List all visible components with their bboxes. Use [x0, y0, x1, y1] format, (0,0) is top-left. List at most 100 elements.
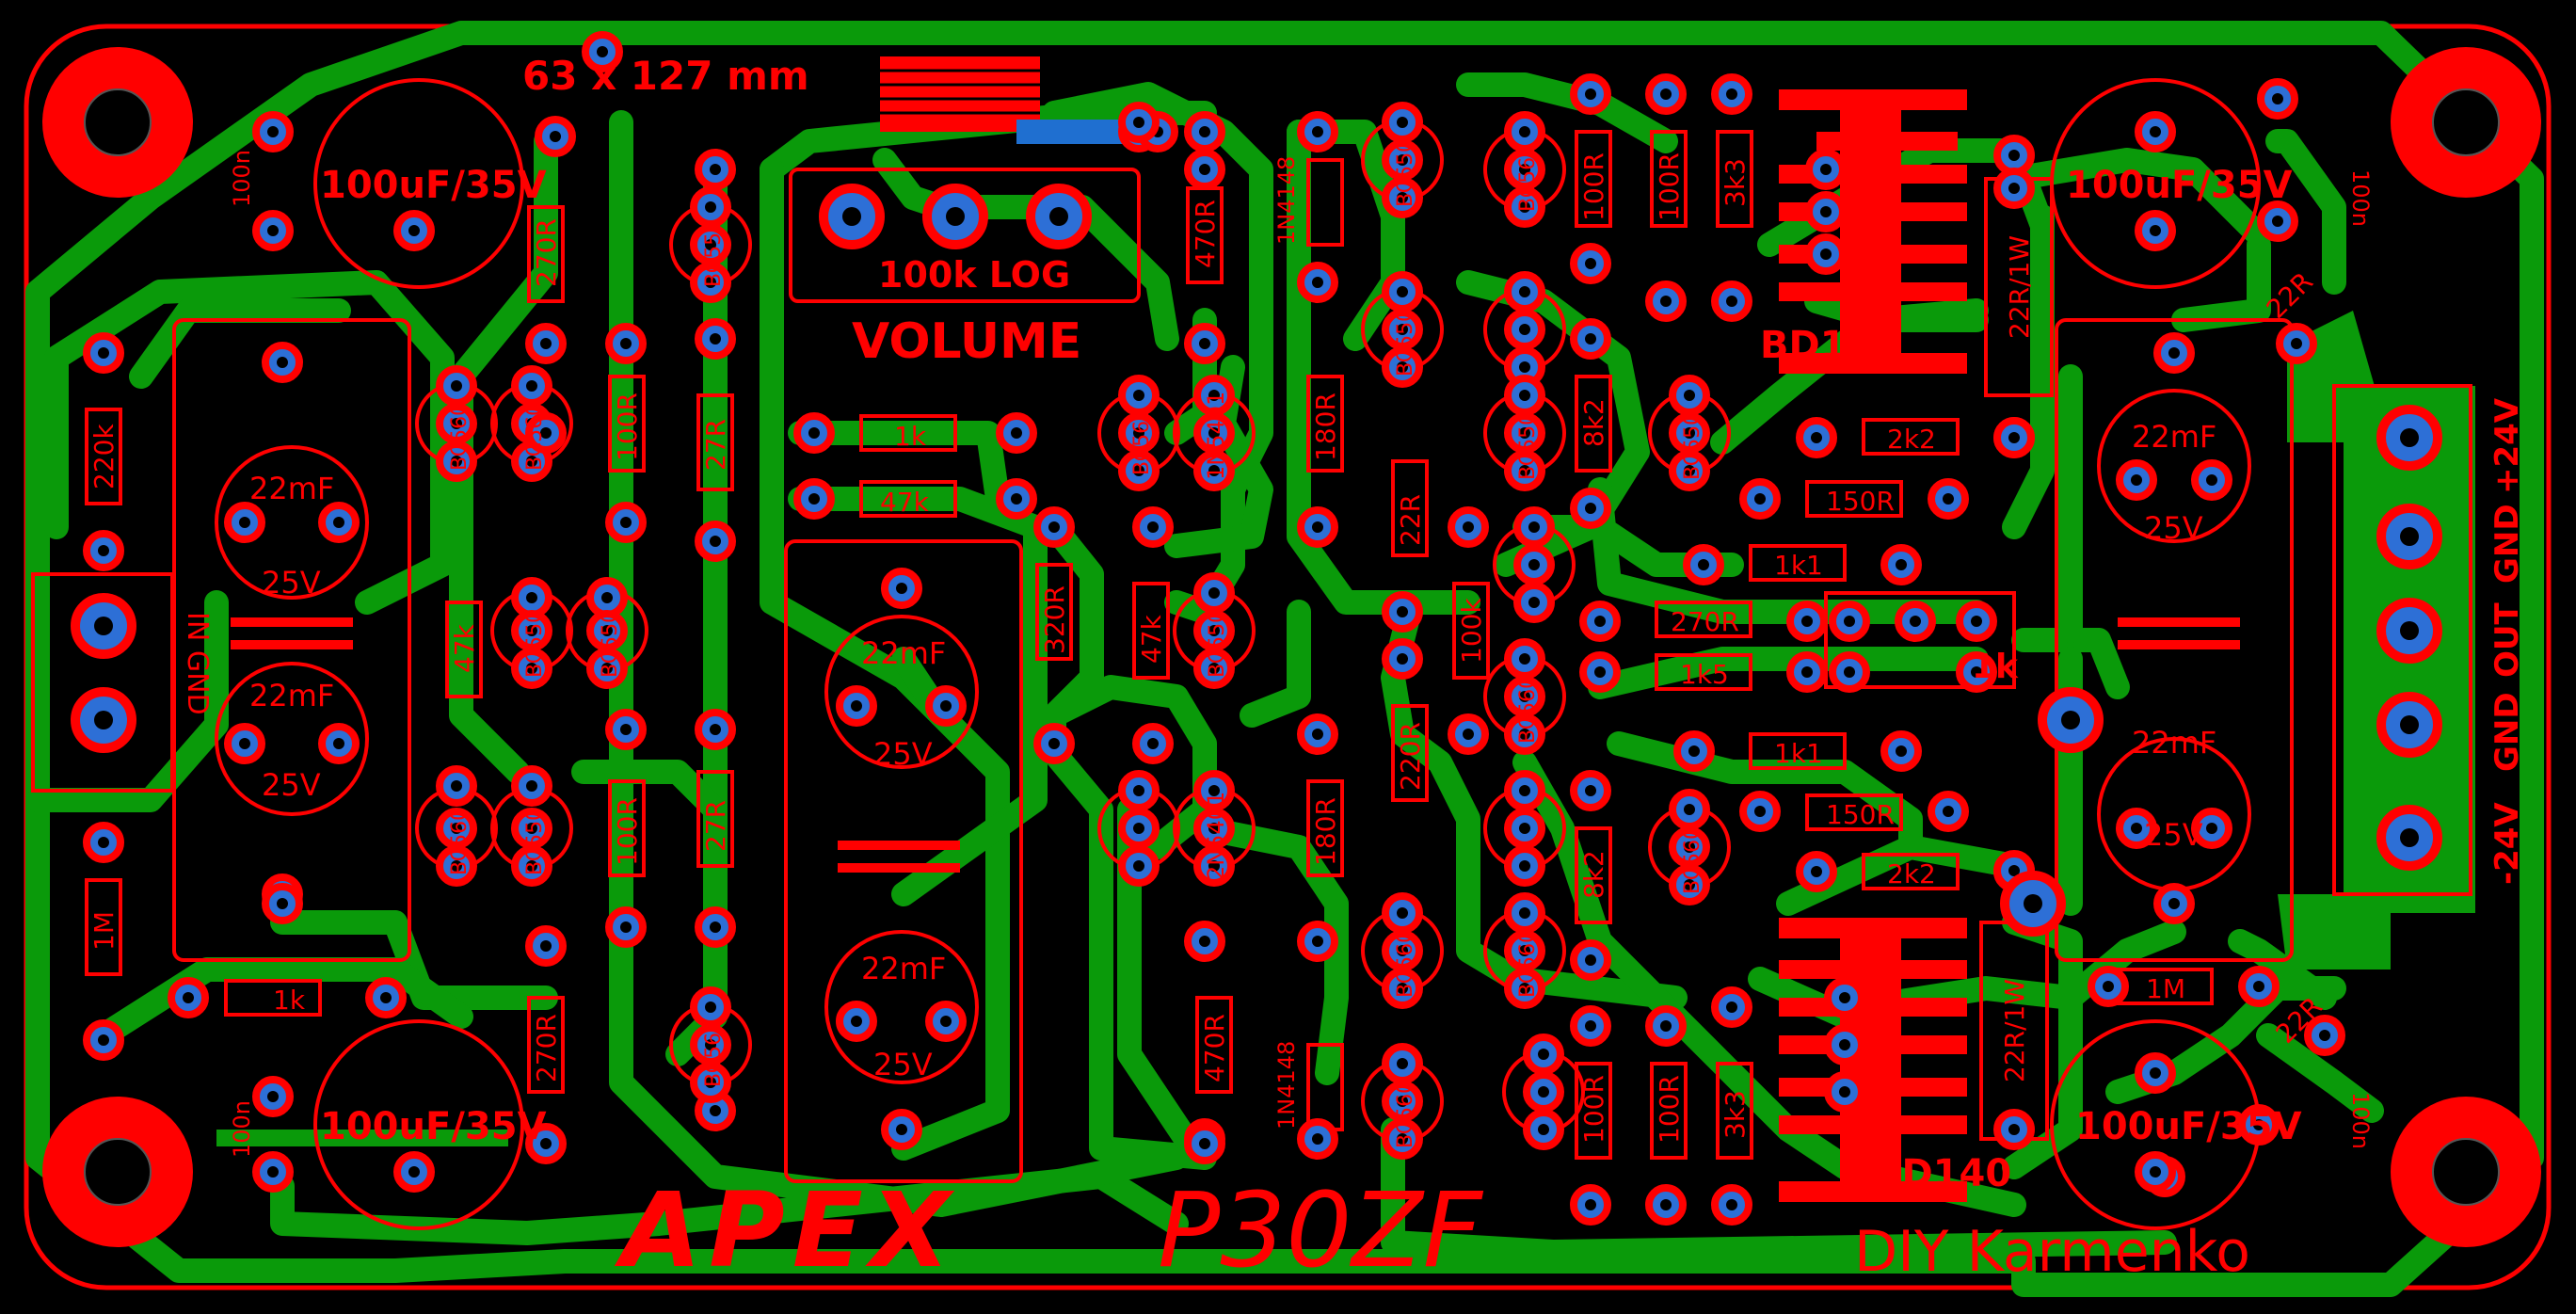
filter-cap-voltage: 25V [2144, 817, 2203, 853]
model-name: P30ZF [1158, 1170, 1484, 1290]
pad-hole [1519, 390, 1530, 401]
big-cap-label: 100uF/35V [2066, 164, 2293, 207]
pad-hole [1801, 616, 1813, 627]
resistor-label: 180R [1310, 393, 1341, 461]
pad-hole [1519, 907, 1530, 919]
resistor-label: 270R [531, 1014, 562, 1082]
resistor-label: 1k1 [1774, 550, 1823, 581]
pad-hole [1463, 729, 1474, 740]
pad-hole [267, 126, 279, 137]
output-terminal-label: -24V [2488, 802, 2526, 885]
pad-hole [98, 837, 109, 848]
pad-hole [1463, 521, 1474, 533]
pad-hole [1048, 521, 1060, 533]
pad-hole [2150, 126, 2161, 137]
pad-hole [842, 207, 861, 226]
resistor-label: 100R [1654, 152, 1685, 221]
transistor-label: BC550 [1206, 610, 1229, 678]
resistor-label: 8k2 [1578, 850, 1609, 899]
pad-hole [380, 992, 392, 1003]
resistor-label: 470R [1190, 200, 1221, 268]
pad-hole [1519, 860, 1530, 872]
pad-hole [550, 131, 561, 142]
pad-hole [1519, 823, 1530, 834]
pad-hole [620, 517, 632, 528]
pad-hole [526, 625, 537, 636]
pad-hole [451, 823, 462, 834]
pad-hole [1397, 983, 1408, 994]
pad-hole [1585, 258, 1596, 269]
pad-hole [1133, 785, 1144, 796]
pad-hole [1811, 866, 1822, 877]
pad-hole [1585, 785, 1596, 796]
resistor-label: 22R [1395, 494, 1426, 546]
pad-hole [946, 207, 965, 226]
brand-logo: APEX [614, 1170, 958, 1290]
pad-hole [1660, 296, 1672, 307]
pad-hole [1839, 992, 1850, 1003]
pad-hole [1397, 1133, 1408, 1145]
pad-hole [1397, 907, 1408, 919]
resistor-label: 2k2 [1887, 424, 1936, 455]
pad-hole [98, 545, 109, 556]
pad-hole [1011, 493, 1022, 505]
pad-hole [1585, 333, 1596, 345]
transistor-label: BC560 [523, 403, 547, 471]
resistor-label: 1k1 [1774, 738, 1823, 769]
resistor-label: 100R [612, 797, 643, 866]
pad-hole [2061, 711, 2080, 729]
transistor-label: BC550 [1681, 412, 1704, 480]
pad-hole [1199, 1138, 1210, 1149]
pad-hole [2253, 1119, 2264, 1130]
pad-hole [1519, 361, 1530, 373]
pad-hole [1585, 954, 1596, 966]
pad-hole [710, 921, 721, 933]
pad-hole [710, 164, 721, 175]
pad-hole [710, 333, 721, 345]
pad-hole [851, 1016, 862, 1027]
transistor-label: BC560 [448, 403, 472, 471]
resistor-label: 22R/1W [2004, 235, 2035, 339]
pad-hole [2319, 1030, 2330, 1041]
resistor-label: 180R [1310, 797, 1341, 866]
pad-hole [1519, 785, 1530, 796]
pad-hole [705, 239, 716, 250]
pad-hole [2272, 216, 2283, 227]
pad-hole [2272, 93, 2283, 104]
pad-hole [1943, 493, 1954, 505]
resistor-label: 47k [449, 623, 480, 673]
pad-hole [1660, 1199, 1672, 1210]
pad-hole [1820, 164, 1832, 175]
filter-cap-voltage: 25V [2144, 510, 2203, 546]
pad-hole [333, 517, 344, 528]
pad-hole [1538, 1124, 1549, 1135]
pad-hole [1133, 390, 1144, 401]
pad-hole [1312, 126, 1323, 137]
transistor-label: BC560 [448, 808, 472, 875]
pad-hole [1147, 738, 1159, 749]
pad-hole [1519, 126, 1530, 137]
resistor-label: 22R/1W [1999, 979, 2030, 1082]
input-terminal-label: IN GND [181, 612, 214, 715]
pad-hole [1839, 1086, 1850, 1098]
big-cap-label: 100uF/35V [320, 164, 547, 207]
board-dimensions: 63 x 127 mm [522, 53, 809, 99]
pad-hole [183, 992, 194, 1003]
pad-hole [1528, 559, 1540, 570]
pad-hole [267, 1091, 279, 1102]
pad-hole [1726, 296, 1737, 307]
resistor-label: 1M [2146, 973, 2185, 1004]
pad-hole [2150, 1166, 2161, 1178]
big-cap-label: 100uF/35V [320, 1105, 547, 1148]
pad-hole [98, 347, 109, 359]
transistor-label: BC550 [523, 808, 547, 875]
diode-label: 1N4148 [1273, 156, 1300, 245]
pad-hole [1312, 521, 1323, 533]
transistor-label: BC560 [702, 1019, 726, 1087]
pad-hole [1133, 465, 1144, 476]
pad-hole [1199, 126, 1210, 137]
pad-hole [710, 536, 721, 547]
pad-hole [526, 380, 537, 392]
pad-hole [1820, 206, 1832, 217]
pad-hole [1585, 1020, 1596, 1032]
